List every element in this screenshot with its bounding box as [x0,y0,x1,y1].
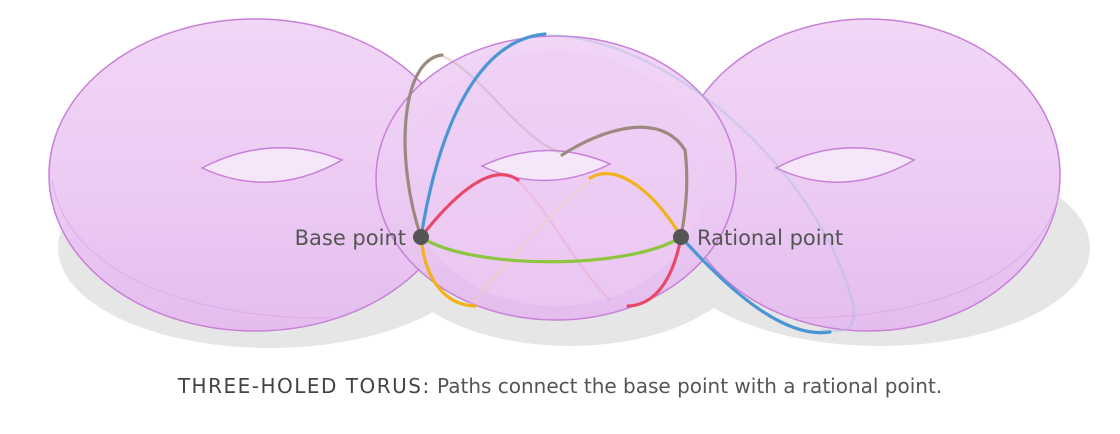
blue-path [419,32,547,239]
caption-lead: THREE-HOLED TORUS: [177,374,431,398]
paths [403,32,832,335]
blue-path-lower [679,235,832,335]
figure-caption: THREE-HOLED TORUS: Paths connect the bas… [0,374,1120,398]
hidden-path-segments [439,33,855,333]
caption-text: Paths connect the base point with a rati… [430,374,943,398]
rational-point-marker [673,229,689,245]
yellow-path [588,171,683,239]
hole-right [774,147,916,183]
red-path-lower [626,235,683,308]
yellow-path-lower [419,235,477,308]
brown-path-right [560,125,689,239]
brown-path [403,53,444,239]
green-path [419,235,683,264]
hole-left [200,147,344,183]
hole-center [480,149,612,182]
red-path [419,173,520,239]
base-point-label: Base point [295,226,406,250]
torus-holes [200,147,916,183]
base-point-marker [413,229,429,245]
rational-point-label: Rational point [697,226,843,250]
